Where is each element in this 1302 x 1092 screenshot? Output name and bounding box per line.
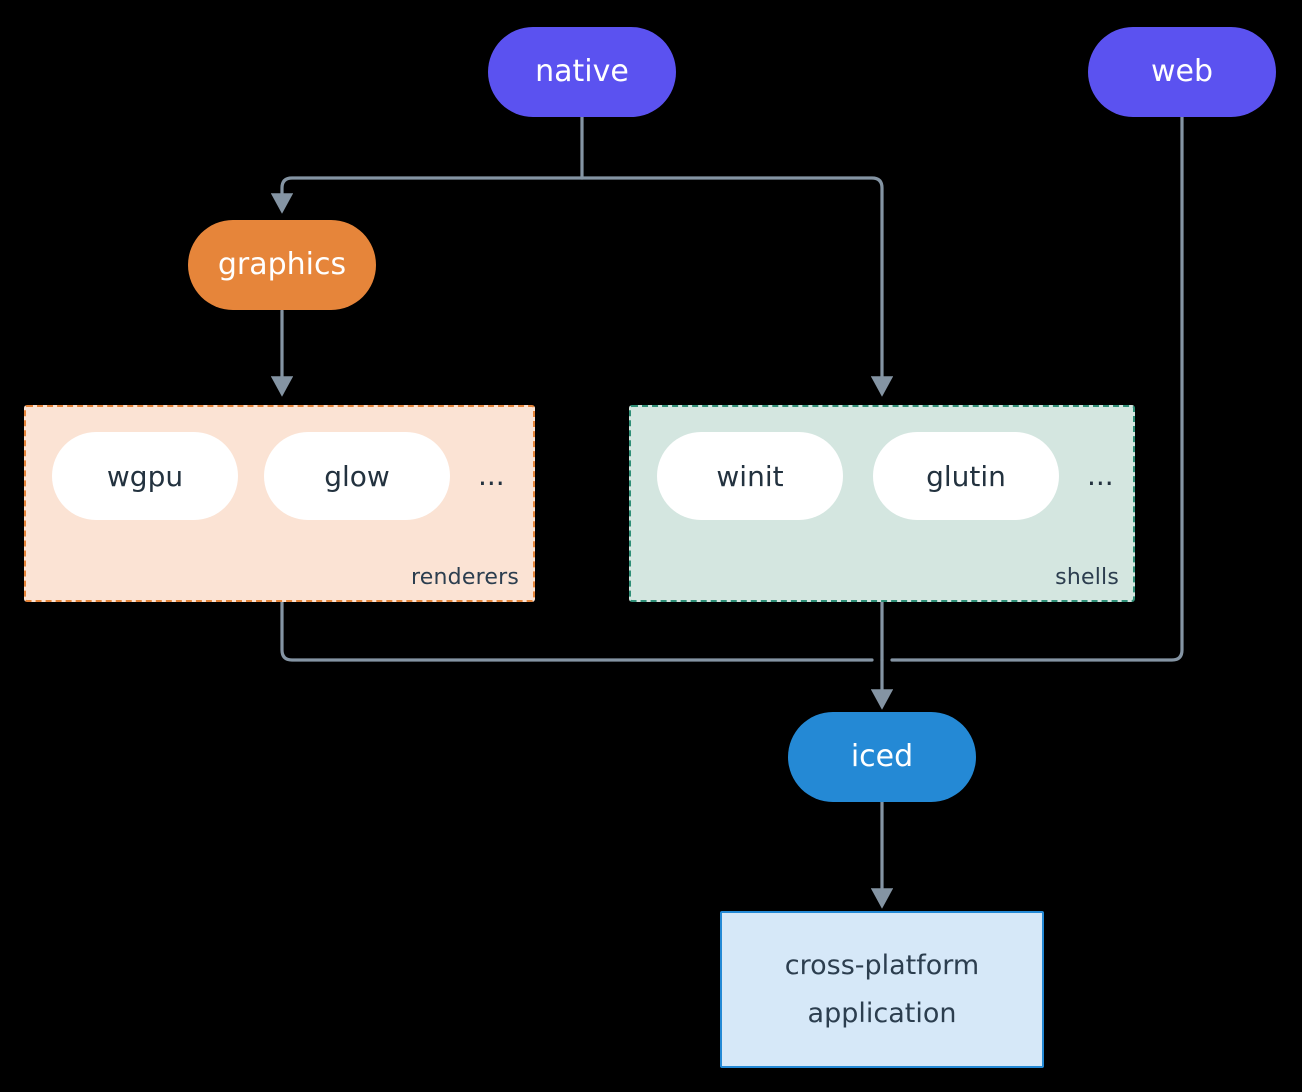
application-line-2: application <box>807 997 957 1029</box>
chip-glutin[interactable]: glutin <box>873 432 1059 520</box>
chip-glow-label: glow <box>324 459 390 493</box>
node-graphics-label: graphics <box>217 247 347 283</box>
edge-native-to-graphics <box>270 176 584 214</box>
node-native-label: native <box>535 54 629 90</box>
node-application[interactable]: cross-platform application <box>720 911 1044 1068</box>
node-web[interactable]: web <box>1088 27 1276 117</box>
shells-ellipsis: ... <box>1087 459 1114 492</box>
node-web-label: web <box>1150 54 1214 90</box>
chip-winit[interactable]: winit <box>657 432 843 520</box>
node-graphics[interactable]: graphics <box>188 220 376 310</box>
chip-glow[interactable]: glow <box>264 432 450 520</box>
chip-wgpu[interactable]: wgpu <box>52 432 238 520</box>
chip-wgpu-label: wgpu <box>106 459 184 493</box>
chip-winit-label: winit <box>716 459 784 493</box>
group-renderers: wgpu glow ... renderers <box>24 405 535 602</box>
group-renderers-label: renderers <box>411 565 519 590</box>
edge-native-to-shells <box>580 176 894 397</box>
node-iced-label: iced <box>850 739 914 775</box>
node-native[interactable]: native <box>488 27 676 117</box>
chip-glutin-label: glutin <box>926 459 1006 493</box>
application-line-1: cross-platform <box>784 950 980 982</box>
group-shells-label: shells <box>1055 565 1119 590</box>
node-iced[interactable]: iced <box>788 712 976 802</box>
renderers-ellipsis: ... <box>478 459 505 492</box>
edge-renderers-to-iced <box>280 600 874 662</box>
group-shells: winit glutin ... shells <box>629 405 1135 602</box>
